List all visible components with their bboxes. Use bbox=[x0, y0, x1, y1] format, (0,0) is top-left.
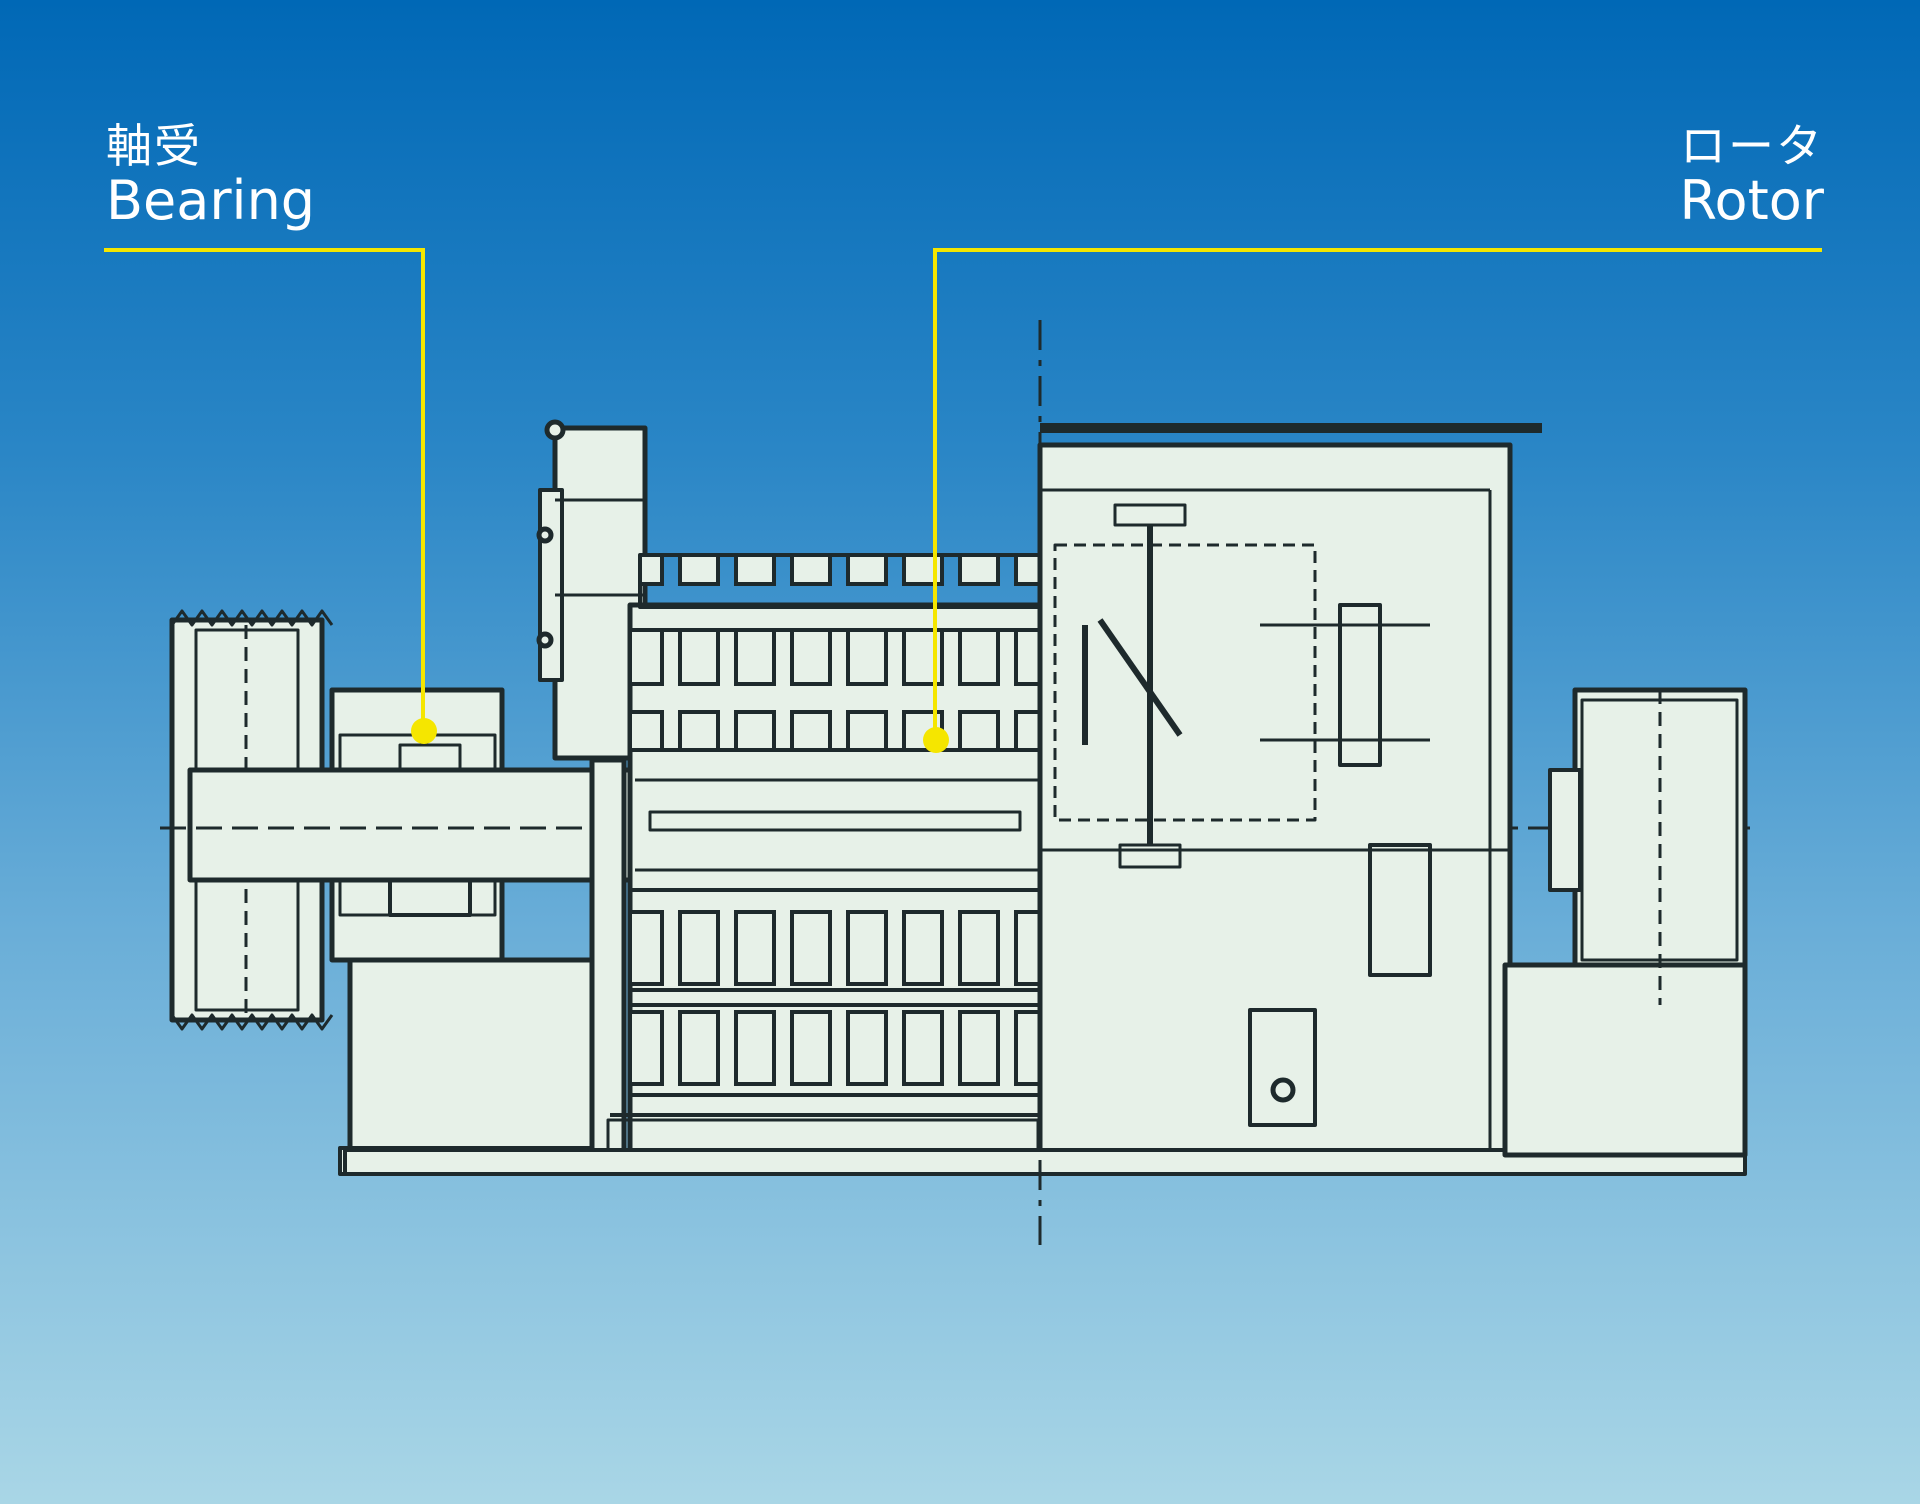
frame-column bbox=[589, 757, 627, 1173]
stator-core bbox=[606, 553, 1043, 1173]
rotor-callout-line bbox=[933, 248, 1822, 740]
base-plate bbox=[343, 1148, 1747, 1176]
bearing-label-en: Bearing bbox=[106, 168, 316, 232]
rotor-callout-dot bbox=[923, 727, 949, 753]
bearing-callout-line bbox=[104, 248, 425, 730]
callout-lines bbox=[104, 248, 1822, 740]
rotor-label-jp: ロータ bbox=[1680, 119, 1824, 173]
bearing-pedestal bbox=[347, 957, 598, 1163]
bearing-label-jp: 軸受 bbox=[106, 119, 202, 173]
right-exciter bbox=[1502, 687, 1748, 1158]
generator-housing bbox=[1037, 423, 1542, 1173]
rotor-label: ロータ Rotor bbox=[1679, 119, 1824, 232]
rotor-label-en: Rotor bbox=[1679, 168, 1824, 232]
terminal-post bbox=[536, 419, 648, 761]
bearing-label: 軸受 Bearing bbox=[106, 119, 316, 232]
bearing-callout-dot bbox=[411, 718, 437, 744]
